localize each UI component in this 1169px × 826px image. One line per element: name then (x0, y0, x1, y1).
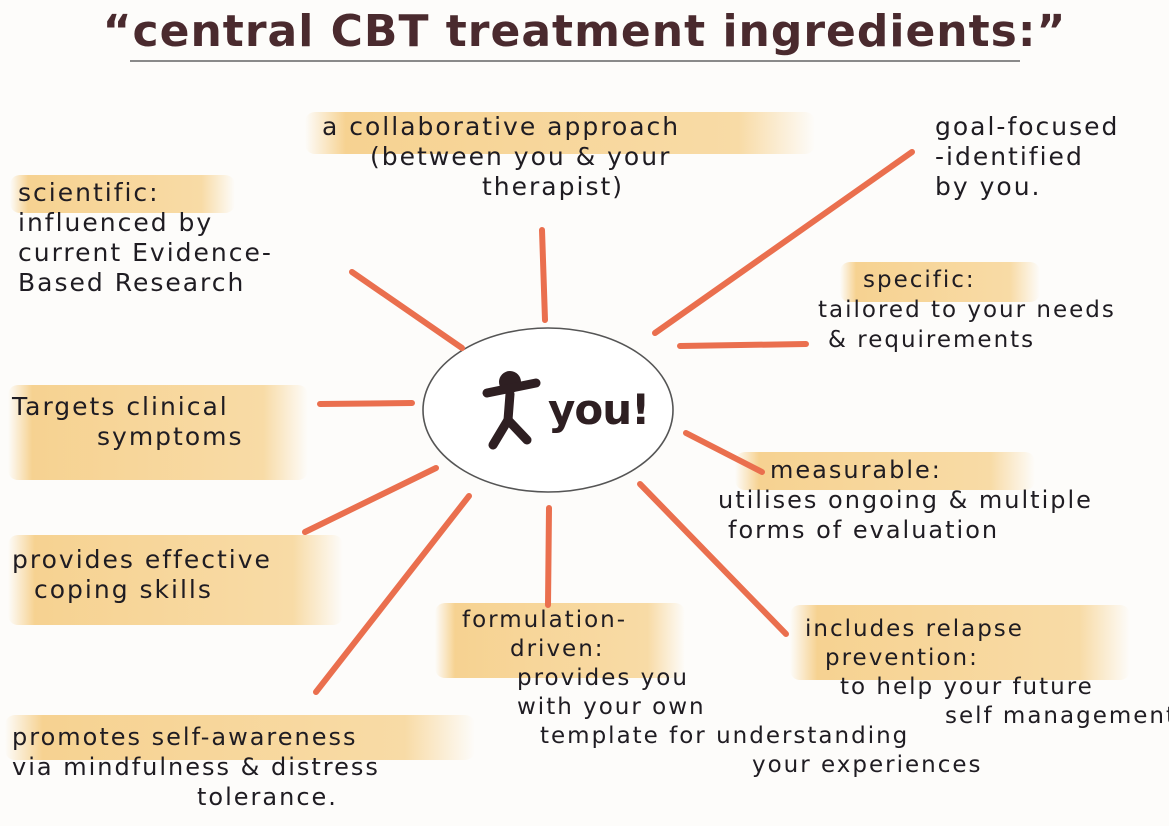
node-scientific-heading: scientific: (18, 178, 160, 207)
highlight-coping (8, 535, 343, 625)
node-targets-symptoms: Targets clinical symptoms (12, 392, 244, 452)
title-underline (130, 60, 1020, 62)
node-goal-heading: goal-focused (935, 112, 1120, 141)
node-goal-focused: goal-focused -identified by you. (935, 112, 1119, 202)
node-collaborative: a collaborative approach (between you & … (322, 112, 680, 202)
center-you-label: you! (548, 385, 650, 434)
highlight-collaborative (305, 112, 815, 154)
ray-relapse (637, 481, 789, 637)
node-scientific: scientific: influenced by current Eviden… (18, 178, 273, 298)
node-measurable-line-1: utilises ongoing & multiple (718, 486, 1093, 514)
highlight-selfaware (5, 715, 475, 760)
node-formulation-heading: formulation- (462, 607, 628, 633)
node-specific: specific: tailored to your needs & requi… (818, 265, 1116, 355)
node-selfaware-heading: promotes self-awareness (12, 723, 358, 751)
node-measurable-line-2: forms of evaluation (728, 516, 1000, 544)
ray-formulation (545, 505, 552, 608)
node-targets-line-1: symptoms (97, 422, 244, 451)
node-coping-skills: provides effective coping skills (12, 545, 272, 605)
ray-targets (317, 400, 415, 407)
ray-coping (302, 465, 439, 535)
node-coping-heading: provides effective (12, 545, 272, 574)
node-selfaware-line-2: tolerance. (197, 783, 338, 811)
node-formulation-line-4: template for understanding (540, 723, 910, 749)
node-collaborative-line-2: therapist) (482, 172, 625, 201)
node-relapse-heading: includes relapse (805, 616, 1024, 642)
highlight-measurable (735, 452, 1035, 490)
highlight-relapse (790, 605, 1130, 680)
highlight-scientific (10, 175, 235, 213)
node-coping-line-1: coping skills (34, 575, 213, 604)
node-formulation-line-1: driven: (510, 636, 605, 662)
node-collaborative-heading: a collaborative approach (322, 112, 681, 141)
ray-scientific (349, 269, 465, 351)
node-targets-heading: Targets clinical (12, 392, 229, 421)
ray-measurable (683, 430, 765, 475)
center-circle (422, 327, 674, 493)
node-selfaware-line-1: via mindfulness & distress (12, 753, 380, 781)
node-relapse-line-3: self management (945, 703, 1169, 729)
node-formulation-line-5: your experiences (752, 752, 983, 778)
node-scientific-line-1: influenced by (18, 208, 214, 237)
node-goal-line-1: -identified (935, 142, 1084, 171)
node-self-awareness: promotes self-awareness via mindfulness … (12, 722, 380, 812)
node-formulation-line-2: provides you (517, 665, 689, 691)
highlight-targets (8, 385, 308, 480)
node-specific-line-2: & requirements (828, 327, 1036, 353)
ray-goal (652, 149, 915, 336)
diagram-title: “central CBT treatment ingredients:” (102, 6, 1067, 57)
ray-specific (677, 341, 809, 349)
node-scientific-line-3: Based Research (18, 268, 246, 297)
node-scientific-line-2: current Evidence- (18, 238, 273, 267)
node-goal-line-2: by you. (935, 172, 1042, 201)
node-specific-line-1: tailored to your needs (818, 297, 1116, 323)
node-relapse-prevention: includes relapse prevention: to help you… (805, 615, 1169, 731)
node-measurable: measurable: utilises ongoing & multiple … (718, 455, 1093, 545)
highlight-formulation (435, 603, 685, 678)
highlight-specific (840, 262, 1040, 302)
ray-selfaware (313, 493, 472, 695)
node-specific-heading: specific: (863, 267, 976, 293)
node-formulation-line-3: with your own (517, 694, 706, 720)
stick-figure-icon (482, 371, 541, 450)
ray-collaborative (539, 227, 548, 323)
node-formulation-driven: formulation- driven: provides you with y… (462, 606, 983, 780)
node-relapse-line-1: prevention: (825, 645, 979, 671)
node-measurable-heading: measurable: (770, 456, 942, 484)
node-relapse-line-2: to help your future (840, 674, 1094, 700)
node-collaborative-line-1: (between you & your (370, 142, 672, 171)
